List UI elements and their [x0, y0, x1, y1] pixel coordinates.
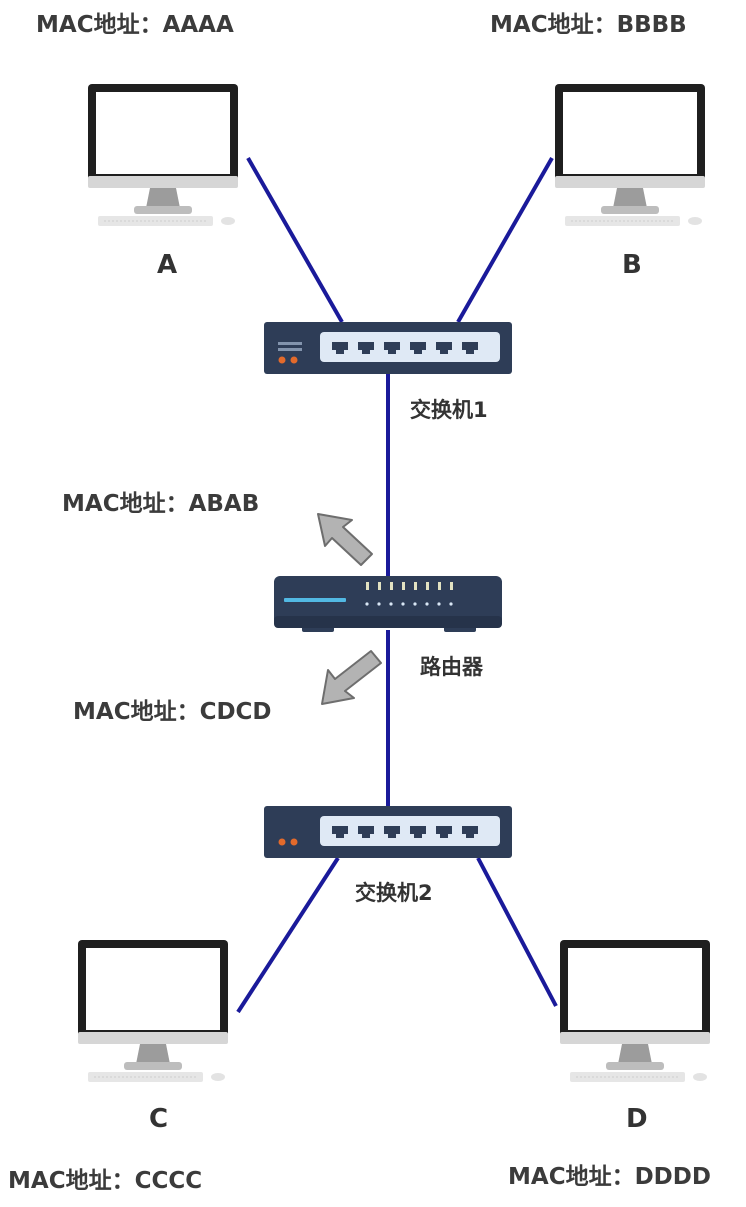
router-mac-lower: MAC地址：CDCD — [73, 699, 272, 725]
network-links — [236, 157, 558, 1014]
computer-d-label: D — [626, 1104, 648, 1134]
arrow-upper-icon — [317, 513, 373, 566]
router-icon — [274, 576, 502, 632]
link-a-switch1 — [246, 157, 344, 323]
mac-label-c: MAC地址：CCCC — [8, 1168, 203, 1194]
link-b-switch1 — [456, 157, 554, 323]
link-switch2-c — [236, 856, 340, 1014]
router-mac-upper: MAC地址：ABAB — [62, 491, 260, 517]
router-label: 路由器 — [420, 655, 483, 679]
switch1-icon — [264, 322, 512, 374]
computer-a-label: A — [157, 250, 178, 280]
mac-label-d: MAC地址：DDDD — [508, 1164, 711, 1190]
arrow-lower-icon — [321, 650, 382, 705]
mac-label-b: MAC地址：BBBB — [490, 12, 687, 38]
computer-c-icon — [77, 939, 229, 1083]
computer-d-icon — [559, 939, 711, 1083]
link-switch2-d — [476, 857, 558, 1007]
computer-c-label: C — [149, 1104, 169, 1134]
switch1-label: 交换机1 — [410, 398, 488, 422]
computer-b-label: B — [622, 250, 642, 280]
mac-label-a: MAC地址：AAAA — [36, 12, 234, 38]
computer-a-icon — [87, 83, 239, 227]
computer-b-icon — [554, 83, 706, 227]
switch2-icon — [264, 806, 512, 858]
switch2-label: 交换机2 — [355, 881, 433, 905]
